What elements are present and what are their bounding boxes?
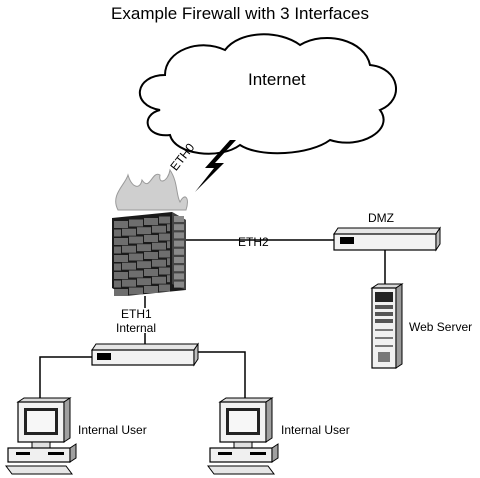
dmz-label: DMZ bbox=[368, 211, 394, 225]
internet-cloud-icon bbox=[139, 33, 397, 155]
brick bbox=[144, 218, 158, 225]
brick bbox=[114, 221, 128, 228]
brick bbox=[114, 263, 121, 271]
brick bbox=[152, 225, 166, 233]
brick bbox=[152, 276, 166, 284]
brick bbox=[144, 235, 158, 242]
brick bbox=[114, 238, 128, 245]
internal-hub-icon bbox=[91, 342, 199, 367]
brick bbox=[144, 252, 158, 259]
user-left-link bbox=[39, 356, 92, 402]
brick bbox=[129, 236, 143, 244]
brick bbox=[122, 279, 136, 287]
diagram-title: Example Firewall with 3 Interfaces bbox=[111, 4, 369, 23]
brick bbox=[174, 281, 184, 288]
brick bbox=[167, 258, 170, 266]
brick-firewall-icon bbox=[112, 212, 186, 296]
brick bbox=[114, 229, 121, 237]
brick bbox=[152, 259, 166, 267]
brick bbox=[114, 246, 121, 254]
brick bbox=[152, 242, 166, 250]
brick bbox=[174, 232, 184, 239]
brick bbox=[137, 261, 151, 269]
flame-icon bbox=[115, 168, 188, 211]
tower-server-icon bbox=[370, 283, 404, 369]
eth2-label: ETH2 bbox=[238, 235, 269, 249]
user-right-link bbox=[198, 351, 246, 402]
brick bbox=[159, 233, 170, 241]
brick bbox=[114, 272, 128, 279]
internal-user-label-left: Internal User bbox=[78, 423, 147, 437]
brick bbox=[174, 216, 184, 222]
desktop-computer-icon bbox=[5, 397, 77, 475]
brick bbox=[137, 278, 151, 286]
brick bbox=[174, 224, 184, 231]
brick bbox=[174, 240, 184, 247]
brick bbox=[122, 245, 136, 253]
brick bbox=[144, 286, 158, 293]
brick bbox=[129, 270, 143, 278]
brick bbox=[174, 273, 184, 280]
brick bbox=[137, 244, 151, 252]
eth0-wireless-link bbox=[195, 140, 236, 192]
brick bbox=[122, 262, 136, 270]
dmz-hub-icon bbox=[333, 226, 441, 252]
internal-user-label-right: Internal User bbox=[281, 423, 350, 437]
brick bbox=[114, 289, 128, 296]
brick bbox=[159, 284, 170, 292]
brick bbox=[122, 228, 136, 236]
web-server-label: Web Server bbox=[409, 320, 473, 334]
brick bbox=[114, 255, 128, 262]
brick bbox=[129, 219, 143, 227]
brick bbox=[167, 224, 170, 232]
brick bbox=[174, 265, 184, 272]
eth1-label: ETH1 bbox=[121, 307, 152, 321]
brick bbox=[114, 280, 121, 288]
brick bbox=[129, 253, 143, 261]
desktop-computer-icon bbox=[207, 397, 279, 475]
brick bbox=[159, 216, 170, 224]
brick bbox=[159, 250, 170, 258]
internet-label: Internet bbox=[248, 70, 306, 89]
brick bbox=[174, 257, 184, 263]
brick bbox=[159, 267, 170, 275]
brick bbox=[167, 275, 170, 283]
brick bbox=[144, 269, 158, 276]
internal-label: Internal bbox=[116, 321, 157, 335]
brick bbox=[167, 241, 170, 249]
brick bbox=[137, 227, 151, 235]
brick bbox=[129, 287, 143, 295]
brick bbox=[174, 248, 184, 255]
